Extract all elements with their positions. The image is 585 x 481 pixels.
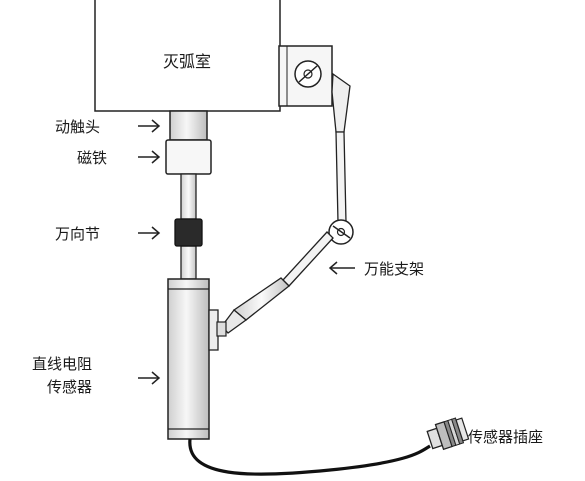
callout-arrows — [138, 119, 355, 385]
sensor-socket — [426, 417, 470, 451]
sensor-socket-label: 传感器插座 — [468, 428, 543, 446]
sensor-cable — [188, 438, 431, 476]
arc-chamber: 灭弧室 — [94, 0, 281, 112]
sensor-label-line2: 传感器 — [47, 378, 92, 396]
magnet-label: 磁铁 — [77, 149, 107, 167]
universal-bracket-label: 万能支架 — [364, 260, 424, 278]
lower-rod — [180, 245, 197, 280]
clamp-block — [278, 45, 333, 107]
universal-bracket — [216, 72, 354, 337]
moving-contact — [169, 110, 208, 141]
upper-rod — [180, 173, 197, 220]
universal-joint — [174, 218, 203, 247]
universal-joint-label: 万向节 — [55, 225, 100, 243]
chamber-label: 灭弧室 — [163, 52, 211, 71]
magnet — [165, 139, 212, 175]
moving-contact-label: 动触头 — [55, 118, 100, 136]
linear-sensor-body — [167, 278, 219, 440]
sensor-label-line1: 直线电阻 — [32, 355, 92, 373]
